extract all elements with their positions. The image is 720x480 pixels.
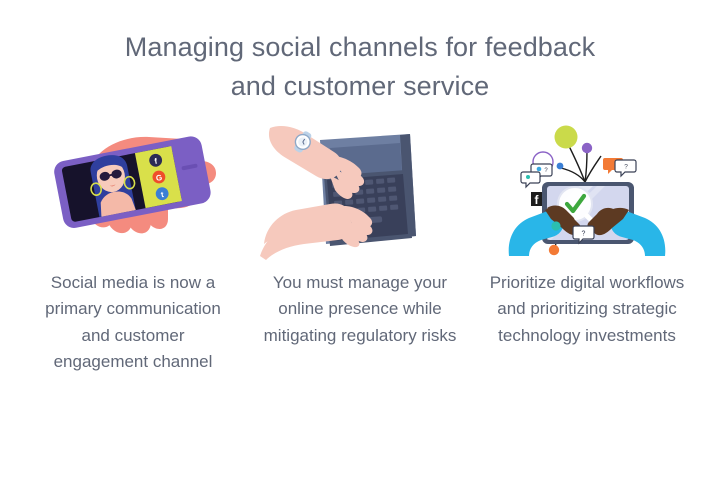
column-digital-workflows: ? ? f xyxy=(478,120,696,349)
hand-holding-smartphone-social-profile-icon: f G t xyxy=(33,120,233,260)
columns-container: f G t Social media is now a primary comm… xyxy=(24,120,696,375)
page-title-line-1: Managing social channels for feedback xyxy=(124,32,596,62)
svg-text:?: ? xyxy=(544,168,548,174)
svg-text:f: f xyxy=(154,157,159,166)
column-caption-social-media: Social media is now a primary communicat… xyxy=(45,273,221,372)
page-title: Managing social channels for feedback an… xyxy=(60,28,660,106)
page-title-line-2: and customer service xyxy=(230,71,490,102)
column-online-presence: You must manage your online presence whi… xyxy=(251,120,469,349)
hands-holding-tablet-with-checkmark-and-notifications-icon: ? ? f xyxy=(487,120,687,260)
column-social-media: f G t Social media is now a primary comm… xyxy=(24,120,242,375)
svg-text:G: G xyxy=(155,173,163,183)
column-caption-online-presence: You must manage your online presence whi… xyxy=(263,273,457,345)
svg-text:t: t xyxy=(160,190,165,199)
svg-text:f: f xyxy=(535,193,540,207)
hands-typing-on-laptop-top-view-icon xyxy=(260,120,460,260)
svg-text:?: ? xyxy=(624,164,628,171)
column-caption-digital-workflows: Prioritize digital workflows and priorit… xyxy=(489,273,685,345)
svg-text:?: ? xyxy=(582,231,586,238)
